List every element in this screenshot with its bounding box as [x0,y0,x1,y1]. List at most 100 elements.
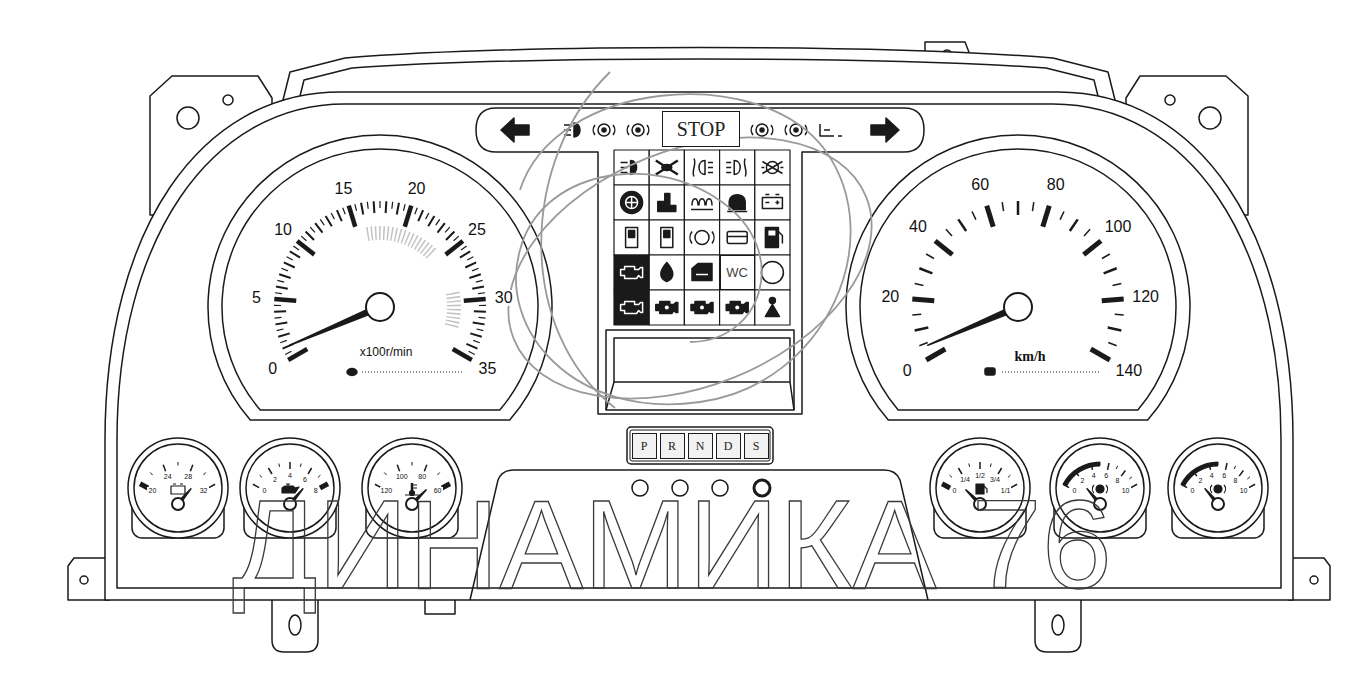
indicator-icon [632,124,644,136]
gauge-number: 8 [1233,477,1239,484]
indicator-icon [690,232,714,244]
tick-mark [478,292,485,294]
tick-mark [477,329,484,331]
indicator-icon [696,274,708,276]
indicator-cell [720,290,755,325]
gauge-face [134,444,222,532]
tick-mark [277,329,284,331]
swirl-line [516,94,851,404]
indicator-cell [649,220,684,255]
tick-mark [472,287,484,289]
tick-mark [1131,484,1137,487]
tick-mark [287,257,293,260]
indicator-icon [627,124,649,136]
indicator-icon [691,199,713,210]
tick-mark [473,322,485,324]
scale-number: 25 [467,222,487,238]
tick-mark [415,208,417,215]
indicator-cell [720,255,755,290]
tick-mark [405,206,411,227]
indicator-cell [684,290,719,325]
gauge-icon [1210,485,1225,493]
tick-mark [300,464,302,467]
indicator-icon [693,159,713,177]
tick-mark [285,351,291,354]
mount-hole [1199,107,1221,129]
needle-hub [366,293,394,321]
indicator-icon [726,302,748,314]
tick-mark [275,317,282,319]
tick-mark [385,201,388,213]
indicator-icon [626,197,638,209]
warning-band [1183,464,1218,485]
indicator-icon [658,194,676,212]
tick-mark [474,310,486,313]
tick-mark [454,236,459,241]
tick-mark [268,468,272,474]
indicator-icon [658,194,676,212]
tick-mark [280,340,287,342]
indicator-cell [614,220,649,255]
headlamp-icon [574,123,580,137]
box-text: D [724,440,733,452]
tick-mark [301,236,306,241]
indicator-icon [726,159,746,177]
tick-mark [337,210,342,221]
tick-mark [1017,201,1020,215]
indicator-cell [614,150,649,185]
tick-mark [1102,299,1124,301]
scale-number: 10 [273,222,293,238]
scale-number: 35 [477,361,497,377]
indicator-icon [621,192,643,214]
indicator-icon [636,128,640,132]
unit-label: x100r/min [359,346,414,358]
tick-mark [1008,475,1011,477]
mount-hole [177,107,199,129]
indicator-icon [691,199,713,210]
tachometer-face [222,149,538,410]
box-text: S [753,440,760,452]
tick-mark [308,468,312,474]
gauge-number: 80 [417,473,427,480]
tick-mark [278,464,280,467]
small-gauge [1168,438,1268,538]
indicator-icon [769,298,775,304]
indicator-icon [762,195,782,209]
scale-number: 30 [494,290,514,306]
tick-mark [379,201,380,208]
tick-mark [990,464,992,467]
tick-mark [1113,283,1122,285]
gauge-number: 2 [1198,477,1204,484]
tick-mark [1002,202,1003,211]
indicator-icon [794,128,798,132]
tick-mark [284,262,295,267]
side-bracket [1288,558,1330,600]
odometer-icon [985,368,995,375]
tick-mark [1234,466,1235,469]
tick-mark [958,468,962,474]
speedometer-face [860,149,1176,410]
gear-box: S [744,433,769,459]
scale-number: 20 [880,289,900,305]
indicator-cell [614,290,649,325]
tick-mark [912,299,934,301]
indicator-icon [690,231,714,245]
indicator-icon [656,161,678,175]
indicator-icon [726,159,746,177]
gauge-number: 10 [1121,487,1131,494]
indicator-cell [684,220,719,255]
scale-number: 0 [267,361,278,377]
tick-mark [290,251,300,257]
indicator-icon [820,124,842,136]
scale-number: 20 [407,181,427,197]
indicator-icon [661,263,673,282]
indicator-icon [621,267,643,279]
indicator-cell [649,290,684,325]
mount-hole [80,576,88,584]
box-text: N [696,440,705,452]
tick-mark [397,465,399,472]
indicator-icon [778,232,782,244]
indicator-icon [593,124,615,136]
tick-mark [998,468,1002,474]
gauge-number: 4 [287,472,293,479]
